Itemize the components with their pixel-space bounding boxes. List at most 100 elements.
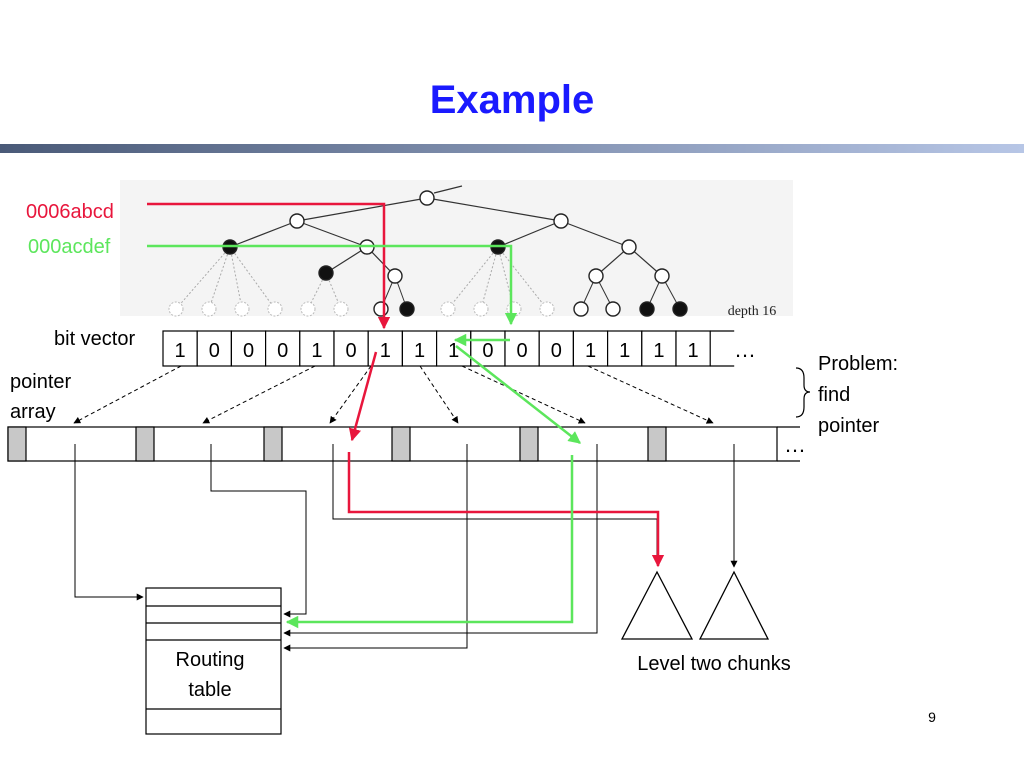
trie-leaf-filled — [399, 301, 415, 317]
trie-edge — [447, 246, 499, 310]
pointer-array-separator — [7, 426, 27, 462]
trie-leaf — [168, 301, 184, 317]
bit-value: 1 — [380, 340, 391, 362]
level-two-chunk-2 — [698, 570, 770, 640]
trie-leaf — [201, 301, 217, 317]
trie-edge — [325, 246, 368, 274]
problem-note-line1: Problem: — [818, 353, 898, 375]
depth-label: depth 16 — [728, 304, 777, 319]
bit-cell: 1 — [436, 330, 472, 367]
red-path-tree — [147, 202, 391, 330]
trie-edge — [296, 220, 368, 248]
trie-node — [654, 268, 670, 284]
dashed-arrow-1 — [73, 365, 182, 424]
green-path-table — [285, 455, 574, 629]
trie-leaf — [373, 301, 389, 317]
trie-edge — [229, 220, 298, 248]
trie-edge — [229, 246, 276, 310]
bit-cell: 1 — [162, 330, 198, 367]
trie-leaf — [506, 301, 522, 317]
bit-cell: 0 — [196, 330, 232, 367]
connector-ptr5-to-chunk — [283, 444, 598, 637]
problem-note-line2: find — [818, 384, 850, 406]
connector-ptr4-to-table — [283, 444, 468, 652]
bit-cell: 1 — [299, 330, 335, 367]
routing-table-frame — [145, 587, 282, 735]
pointer-array-label-line1: pointer — [10, 371, 71, 393]
trie-node — [588, 268, 604, 284]
trie-edge — [497, 246, 548, 310]
routing-table-label-line1: Routing — [176, 649, 245, 671]
bit-cell: 1 — [572, 330, 609, 367]
bit-cell: 1 — [675, 330, 711, 367]
trie-edge — [426, 197, 562, 222]
dashed-arrow-6 — [587, 365, 714, 424]
pointer-array-separator — [519, 426, 539, 462]
trie-edge — [497, 220, 562, 248]
trie-nodes — [168, 190, 688, 317]
dashed-arrows — [73, 365, 714, 424]
bit-vector-label: bit vector — [54, 328, 135, 350]
trie-edge — [175, 246, 231, 310]
bit-value: 1 — [311, 340, 322, 362]
trie-leaf — [267, 301, 283, 317]
dashed-arrow-5 — [461, 365, 586, 424]
problem-brace — [795, 367, 811, 418]
pointer-array-separator — [391, 426, 411, 462]
red-path-bitvector — [348, 351, 378, 442]
routing-table: Routing table — [145, 587, 282, 735]
bit-value: 1 — [175, 340, 186, 362]
connector-ptr1-to-table — [74, 444, 144, 601]
green-path-tree — [147, 244, 518, 326]
dashed-arrow-4 — [419, 365, 459, 424]
bit-value: 0 — [243, 340, 254, 362]
bit-value: 0 — [346, 340, 357, 362]
bit-cell: 0 — [504, 330, 540, 367]
bit-cell: 1 — [641, 330, 677, 367]
level-two-label: Level two chunks — [637, 653, 790, 675]
trie-leaf — [300, 301, 316, 317]
trie-leaf — [234, 301, 250, 317]
trie-background — [120, 180, 793, 316]
bit-value: 0 — [517, 340, 528, 362]
bit-value: 1 — [585, 340, 596, 362]
address-label-green: 000acdef — [28, 236, 111, 258]
trie-edge — [296, 197, 428, 222]
trie-edge — [208, 246, 231, 310]
bit-value: 0 — [209, 340, 220, 362]
trie-node — [289, 213, 305, 229]
bit-vector-ellipsis: … — [734, 337, 756, 362]
red-lookup-path — [147, 202, 665, 568]
bit-cell: 1 — [367, 330, 404, 367]
bit-value: 0 — [551, 340, 562, 362]
bit-value: 1 — [653, 340, 664, 362]
bit-value: 1 — [414, 340, 425, 362]
trie-edge — [433, 185, 463, 194]
trie-node — [387, 268, 403, 284]
green-path-to-pointer — [455, 345, 581, 444]
pointer-array — [7, 426, 800, 462]
bit-value: 0 — [482, 340, 493, 362]
bit-cell: 0 — [538, 330, 575, 367]
connector-ptr2-to-table — [210, 444, 307, 618]
level-two-chunk-1 — [620, 570, 694, 640]
level-two-chunks: Level two chunks — [620, 570, 791, 675]
trie-node — [553, 213, 569, 229]
trie-edge — [229, 246, 243, 310]
address-label-red: 0006abcd — [26, 201, 114, 223]
pointer-array-separator — [263, 426, 283, 462]
routing-table-label-line2: table — [188, 679, 231, 701]
pointer-array-separator — [647, 426, 667, 462]
bit-cell: 0 — [265, 330, 301, 367]
red-path-chunk — [347, 452, 665, 568]
trie-leaf — [539, 301, 555, 317]
trie-node-filled — [318, 265, 334, 281]
pointer-array-label-line2: array — [10, 401, 56, 423]
pointer-array-ellipsis: … — [784, 432, 806, 457]
bit-value: 1 — [448, 340, 459, 362]
dashed-arrow-3 — [329, 365, 372, 424]
trie-leaf — [473, 301, 489, 317]
pointer-array-separator — [135, 426, 155, 462]
trie-leaf-filled — [672, 301, 688, 317]
